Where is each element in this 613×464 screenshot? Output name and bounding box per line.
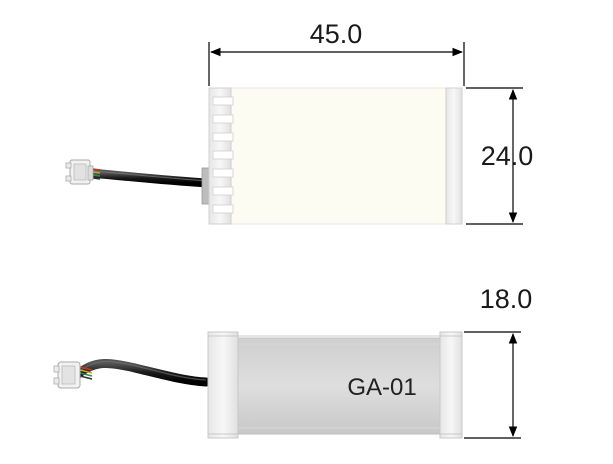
height-dimension: 18.0: [464, 284, 533, 439]
top-cable: [85, 168, 212, 188]
width-dimension: 24.0: [466, 87, 534, 225]
top-connector: [65, 159, 94, 185]
length-value: 45.0: [310, 19, 363, 49]
side-view: GA-01 18.0: [53, 284, 533, 439]
side-left-end-cap: [207, 331, 239, 439]
side-module-body: GA-01: [207, 331, 463, 439]
side-cable: [73, 359, 211, 387]
top-view: 45.0: [65, 19, 534, 225]
width-value: 24.0: [481, 141, 534, 171]
side-right-end-cap: [439, 331, 463, 439]
top-left-cap-ribs: [212, 96, 234, 214]
top-right-end-cap: [445, 87, 463, 225]
module-label: GA-01: [347, 374, 416, 401]
top-module-body: [208, 87, 463, 225]
length-dimension: 45.0: [208, 19, 465, 86]
height-value: 18.0: [480, 284, 533, 314]
side-connector: [53, 361, 81, 389]
